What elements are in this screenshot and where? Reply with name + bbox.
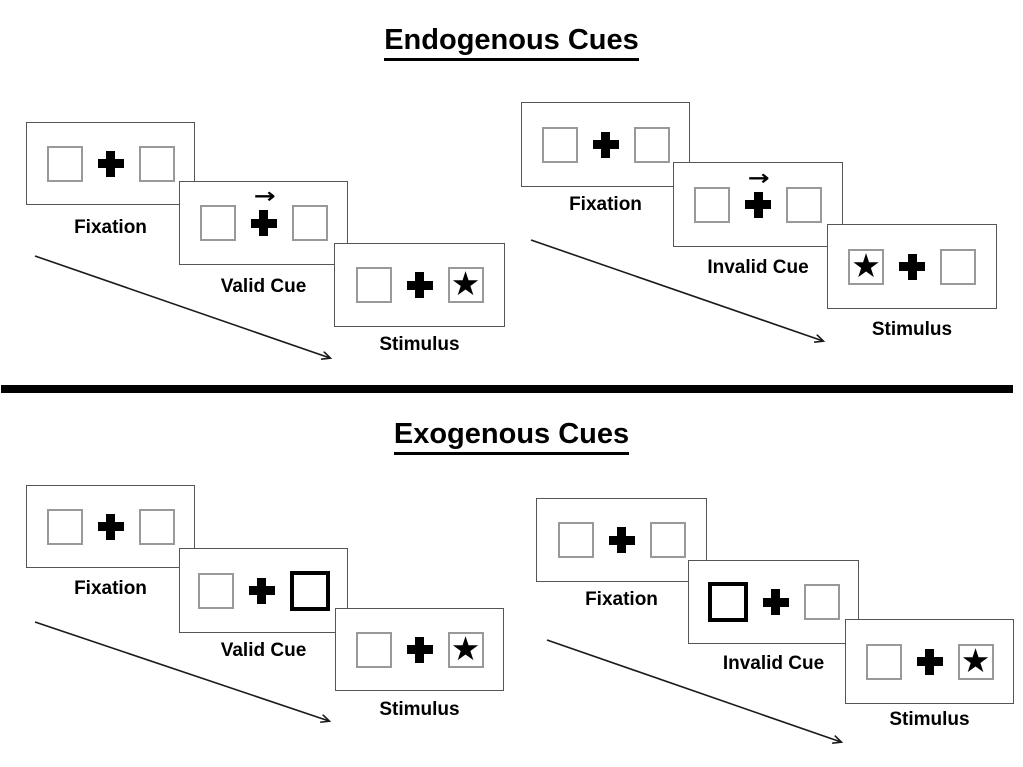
- fixation-cross-wrap: [248, 577, 275, 604]
- left-placeholder-box: [46, 508, 83, 545]
- right-placeholder-box: [786, 186, 822, 223]
- left-placeholder-box: [199, 205, 236, 241]
- fixation-cross-icon: [250, 210, 277, 236]
- fixation-label: Fixation: [74, 217, 147, 238]
- invalid-cue-label: Invalid Cue: [707, 257, 809, 278]
- left-placeholder-box: [355, 631, 392, 668]
- stimulus-card: ★: [335, 608, 504, 691]
- exogenous-section-title: Exogenous Cues: [0, 418, 1023, 455]
- stimulus-label: Stimulus: [379, 699, 460, 720]
- endogenous-valid-sequence: Fixation → Valid Cue ★ Stimulus: [26, 122, 506, 367]
- fixation-label: Fixation: [74, 578, 147, 599]
- valid-cue-label: Valid Cue: [220, 276, 307, 297]
- right-placeholder-box: [940, 248, 976, 285]
- stimulus-label: Stimulus: [889, 709, 970, 730]
- endogenous-invalid-sequence: Fixation → Invalid Cue ★ Stimulus: [521, 102, 1016, 347]
- right-placeholder-box: [649, 522, 686, 558]
- fixation-cross-wrap: [916, 648, 943, 675]
- section-divider: [1, 385, 1013, 393]
- valid-cue-label: Valid Cue: [220, 640, 307, 661]
- right-placeholder-box: [138, 145, 175, 182]
- fixation-cross-wrap: [97, 513, 124, 540]
- left-placeholder-box: [557, 522, 594, 558]
- left-placeholder-box: [541, 126, 578, 163]
- fixation-cross-wrap: [608, 527, 635, 553]
- endogenous-section-title: Endogenous Cues: [0, 24, 1023, 61]
- fixation-cross-wrap: [762, 589, 789, 615]
- exogenous-invalid-sequence: Fixation Invalid Cue ★ Stimulus: [536, 498, 1023, 758]
- invalid-cue-card: [688, 560, 859, 644]
- invalid-cue-card: →: [673, 162, 843, 247]
- left-target-box: ★: [848, 245, 884, 285]
- left-highlighted-box: [707, 582, 748, 622]
- star-stimulus-icon: ★: [851, 245, 881, 285]
- fixation-cross-wrap: [406, 636, 433, 663]
- right-target-box: ★: [957, 640, 994, 680]
- fixation-cross-icon: [248, 577, 275, 604]
- right-placeholder-box: [291, 205, 328, 241]
- fixation-cross-icon: [406, 272, 433, 298]
- fixation-cross-icon: [899, 253, 925, 280]
- right-highlighted-box: [289, 570, 330, 611]
- left-placeholder-box: [46, 145, 83, 182]
- fixation-card: [521, 102, 690, 187]
- right-placeholder-box: [138, 508, 175, 545]
- left-placeholder-box: [865, 643, 902, 680]
- stimulus-card: ★: [334, 243, 505, 327]
- left-placeholder-box: [355, 267, 392, 303]
- fixation-card: [536, 498, 707, 582]
- fixation-cross-icon: [916, 648, 943, 675]
- fixation-cross-icon: [762, 589, 789, 615]
- valid-cue-card: →: [179, 181, 348, 265]
- right-target-box: ★: [447, 264, 484, 303]
- valid-cue-card: [179, 548, 348, 633]
- fixation-cross-icon: [406, 636, 433, 663]
- left-placeholder-box: [197, 572, 234, 609]
- left-placeholder-box: [694, 186, 730, 223]
- invalid-cue-label: Invalid Cue: [722, 653, 825, 674]
- fixation-label: Fixation: [569, 194, 642, 215]
- right-arrow-icon: →: [253, 184, 276, 208]
- right-placeholder-box: [803, 584, 840, 620]
- fixation-cross-wrap: [592, 131, 619, 158]
- star-stimulus-icon: ★: [450, 264, 481, 303]
- exogenous-valid-sequence: Fixation Valid Cue ★ Stimulus: [26, 485, 506, 730]
- fixation-cross-wrap: →: [745, 167, 771, 218]
- fixation-cross-wrap: [406, 272, 433, 298]
- star-stimulus-icon: ★: [450, 628, 481, 668]
- fixation-card: [26, 122, 195, 205]
- fixation-cross-icon: [745, 191, 771, 218]
- stimulus-label: Stimulus: [871, 319, 953, 340]
- fixation-cross-icon: [608, 527, 635, 553]
- stimulus-label: Stimulus: [379, 334, 460, 355]
- fixation-cross-icon: [97, 513, 124, 540]
- right-arrow-icon: →: [747, 165, 770, 190]
- stimulus-card: ★: [827, 224, 997, 309]
- right-target-box: ★: [447, 628, 484, 668]
- right-placeholder-box: [633, 126, 670, 163]
- fixation-cross-icon: [592, 131, 619, 158]
- fixation-cross-wrap: [97, 150, 124, 177]
- fixation-card: [26, 485, 195, 568]
- fixation-cross-wrap: →: [250, 186, 277, 236]
- endogenous-title-text: Endogenous Cues: [384, 24, 639, 61]
- exogenous-title-text: Exogenous Cues: [393, 418, 630, 455]
- star-stimulus-icon: ★: [960, 640, 991, 680]
- fixation-cross-wrap: [899, 253, 925, 280]
- fixation-cross-icon: [97, 150, 124, 177]
- fixation-label: Fixation: [585, 589, 658, 610]
- stimulus-card: ★: [845, 619, 1014, 704]
